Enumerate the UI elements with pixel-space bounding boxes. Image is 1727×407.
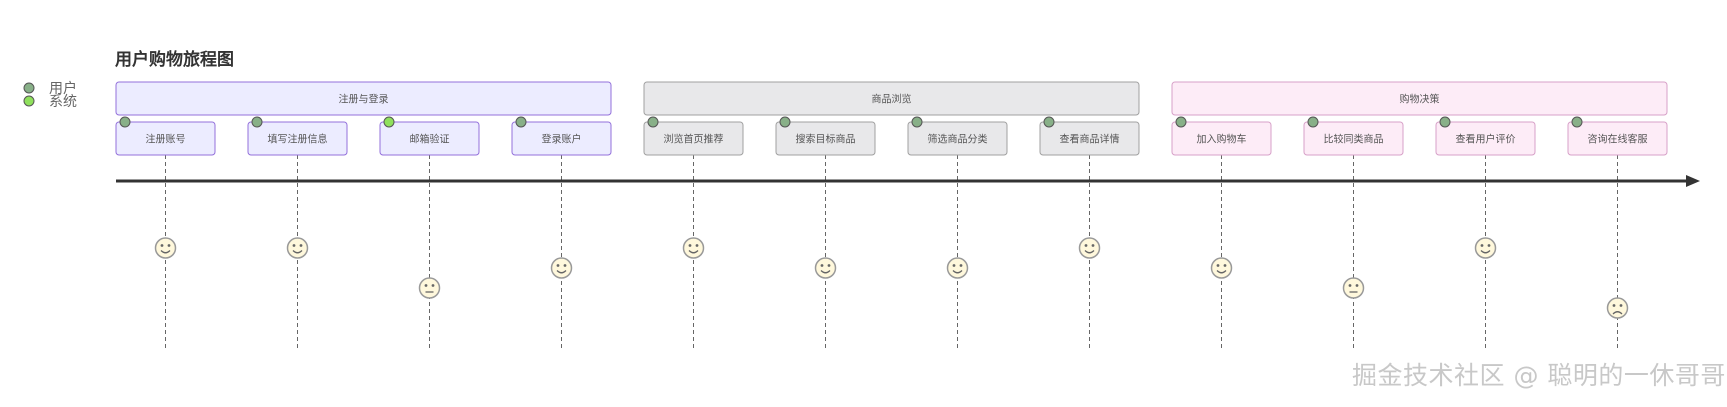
face-mouth-smile [1480, 250, 1491, 254]
face-eye [1084, 244, 1088, 247]
actor-dot [1307, 116, 1319, 128]
face-eye [556, 264, 560, 267]
face-mouth-smile [160, 250, 171, 254]
actor-dot [1439, 116, 1451, 128]
face-icon [1474, 237, 1497, 259]
timeline-arrowhead [1686, 175, 1700, 187]
face-eye [424, 284, 428, 287]
face-eye [299, 244, 303, 247]
face-icon [814, 257, 837, 279]
face-eye [1619, 304, 1623, 307]
face-eye [1487, 244, 1491, 247]
section-box-1 [643, 81, 1140, 116]
legend-label-1: 系统 [49, 94, 77, 110]
face-eye [167, 244, 171, 247]
face-icon [946, 257, 969, 279]
actor-dot [647, 116, 659, 128]
face-eye [1091, 244, 1095, 247]
task-label: 邮箱验证 [410, 133, 450, 146]
face-eye [431, 284, 435, 287]
task-box [1171, 121, 1272, 156]
task-label: 咨询在线客服 [1588, 133, 1648, 146]
face-eye [820, 264, 824, 267]
actor-dot [383, 116, 395, 128]
face-icon [1342, 277, 1365, 299]
face-mouth-smile [556, 270, 567, 274]
face-eye [1480, 244, 1484, 247]
face-eye [1216, 264, 1220, 267]
actor-dot [515, 116, 527, 128]
task-box [379, 121, 480, 156]
face-mouth-smile [952, 270, 963, 274]
section-box-2 [1171, 81, 1668, 116]
section-label-1: 商品浏览 [872, 93, 912, 106]
face-mouth-smile [1216, 270, 1227, 274]
actor-dot [1175, 116, 1187, 128]
face-icon [286, 237, 309, 259]
face-eye [1223, 264, 1227, 267]
section-label-0: 注册与登录 [339, 93, 389, 106]
diagram-title: 用户购物旅程图 [115, 49, 234, 70]
section-box-0 [115, 81, 612, 116]
face-mouth-smile [292, 250, 303, 254]
watermark: 掘金技术社区 @ 聪明的一休哥哥 [1352, 361, 1726, 390]
legend-dot-0 [23, 82, 35, 94]
task-box [775, 121, 876, 156]
face-eye [827, 264, 831, 267]
face-mouth-smile [820, 270, 831, 274]
task-label: 搜索目标商品 [796, 133, 856, 146]
actor-dot [779, 116, 791, 128]
task-box [511, 121, 612, 156]
task-box [1435, 121, 1536, 156]
legend-label-0: 用户 [49, 80, 77, 97]
section-label-2: 购物决策 [1400, 93, 1440, 106]
task-label: 填写注册信息 [268, 133, 328, 146]
task-label: 查看商品详情 [1060, 133, 1120, 146]
task-label: 查看用户评价 [1456, 133, 1516, 146]
task-label: 登录账户 [542, 133, 582, 146]
actor-dot [1571, 116, 1583, 128]
task-box [1303, 121, 1404, 156]
task-box [247, 121, 348, 156]
face-icon [154, 237, 177, 259]
task-label: 筛选商品分类 [928, 133, 988, 146]
face-eye [1612, 304, 1616, 307]
face-icon [1606, 297, 1629, 319]
task-label: 浏览首页推荐 [664, 133, 724, 146]
task-label: 比较同类商品 [1324, 133, 1384, 146]
face-icon [418, 277, 441, 299]
task-label: 加入购物车 [1197, 133, 1247, 146]
face-eye [959, 264, 963, 267]
face-eye [292, 244, 296, 247]
face-mouth-sad [1612, 311, 1623, 315]
actor-dot [119, 116, 131, 128]
task-box [115, 121, 216, 156]
face-eye [1355, 284, 1359, 287]
face-icon [682, 237, 705, 259]
face-icon [550, 257, 573, 279]
face-eye [695, 244, 699, 247]
actor-dot [251, 116, 263, 128]
face-icon [1210, 257, 1233, 279]
legend-dot-1 [23, 95, 35, 107]
actor-dot [911, 116, 923, 128]
task-label: 注册账号 [146, 133, 186, 146]
face-eye [563, 264, 567, 267]
face-eye [160, 244, 164, 247]
task-box [907, 121, 1008, 156]
face-eye [688, 244, 692, 247]
task-box [643, 121, 744, 156]
face-mouth-smile [688, 250, 699, 254]
face-mouth-smile [1084, 250, 1095, 254]
actor-dot [1043, 116, 1055, 128]
face-eye [1348, 284, 1352, 287]
task-box [1567, 121, 1668, 156]
task-box [1039, 121, 1140, 156]
face-icon [1078, 237, 1101, 259]
face-eye [952, 264, 956, 267]
